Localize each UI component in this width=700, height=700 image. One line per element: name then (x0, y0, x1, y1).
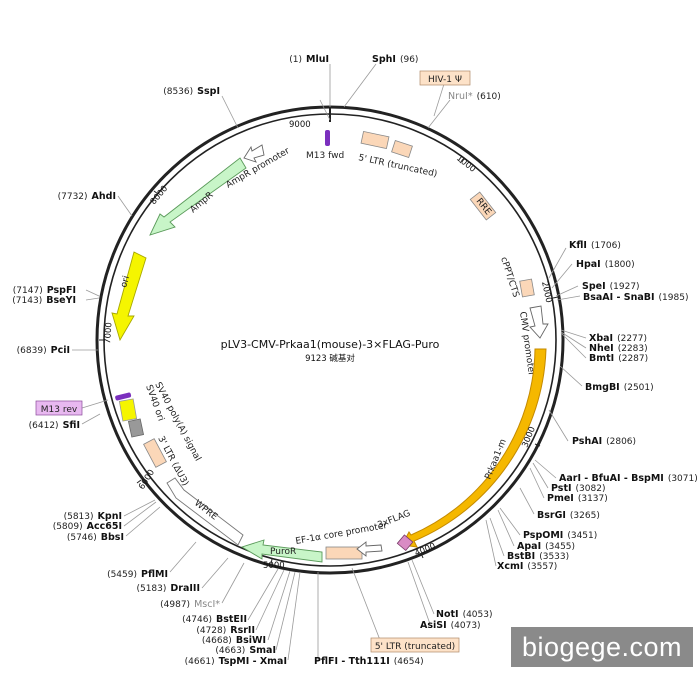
site-asisi[interactable]: AsiSI(4073) (420, 620, 481, 631)
site-smai[interactable]: (4663)SmaI (215, 645, 276, 656)
ltr5-bottom-tag (370, 637, 460, 653)
site-tspmi[interactable]: (4661)TspMI - XmaI (185, 656, 287, 667)
site-bsrgi[interactable]: BsrGI(3265) (537, 510, 600, 521)
sv40-polya-feature[interactable] (127, 418, 145, 438)
site-kfli[interactable]: KflI(1706) (569, 240, 621, 251)
puror-feature[interactable] (240, 539, 323, 563)
plasmid-title: pLV3-CMV-Prkaa1(mouse)-3×FLAG-Puro (221, 338, 440, 351)
tick-8000: 8000 (149, 184, 171, 207)
ampr-promoter-feature[interactable] (243, 144, 265, 163)
sv40-ori-feature[interactable] (118, 398, 138, 422)
site-spei[interactable]: SpeI(1927) (582, 281, 640, 292)
site-callouts (72, 63, 587, 661)
tick-9000: 9000 (289, 120, 311, 130)
site-bsaai[interactable]: BsaAI - SnaBI(1985) (583, 292, 688, 303)
tick-5000: 5000 (263, 561, 285, 571)
site-xcmi[interactable]: XcmI(3557) (497, 561, 557, 572)
ori-feature[interactable] (111, 251, 147, 342)
tick-6000: 6000 (137, 468, 157, 492)
site-mlui[interactable]: (1)MluI (289, 54, 329, 65)
site-pshai[interactable]: PshAI(2806) (572, 436, 636, 447)
site-bsiwi[interactable]: (4668)BsiWI (202, 635, 266, 646)
tick-7000: 7000 (103, 322, 114, 344)
site-nrui[interactable]: NruI*(610) (448, 91, 501, 102)
prkaa1-feature[interactable] (401, 348, 547, 548)
ef1a-promoter-label: EF-1α core promoter (295, 521, 388, 547)
site-pflmi[interactable]: (5459)PflMI (107, 569, 168, 580)
ltr5-feature-b[interactable] (391, 140, 413, 158)
ltr5-label: 5' LTR (truncated) (357, 153, 438, 179)
ampr-feature[interactable] (149, 157, 247, 236)
cmv-promoter-feature[interactable] (529, 305, 549, 339)
site-sfii[interactable]: (6412)SfiI (29, 420, 80, 431)
site-ahdi[interactable]: (7732)AhdI (58, 191, 116, 202)
puror-label: PuroR (270, 547, 296, 557)
site-sphi[interactable]: SphI(96) (372, 54, 418, 65)
watermark: biogege.com (511, 627, 693, 667)
site-bmti[interactable]: BmtI(2287) (589, 353, 648, 364)
m13-fwd-label: M13 fwd (306, 151, 344, 161)
cppt-feature[interactable] (519, 278, 535, 298)
ltr5-feature-a[interactable] (360, 130, 390, 150)
m13-fwd-feature[interactable] (325, 130, 330, 146)
site-bstbi[interactable]: BstBI(3533) (507, 551, 569, 562)
site-psti[interactable]: PstI(3082) (551, 483, 605, 494)
site-apai[interactable]: ApaI(3455) (517, 541, 575, 552)
tick-marks (99, 157, 559, 565)
m13-rev-tag-text: M13 rev (41, 405, 78, 415)
site-pmei[interactable]: PmeI(3137) (547, 493, 608, 504)
ef1a-promoter-feature[interactable] (356, 541, 383, 557)
site-msci[interactable]: (4987)MscI* (160, 599, 220, 610)
site-bmgbi[interactable]: BmgBI(2501) (585, 382, 654, 393)
site-aari[interactable]: AarI - BfuAI - BspMI(3071) (559, 473, 698, 484)
rre-feature[interactable] (469, 191, 497, 221)
site-xbai[interactable]: XbaI(2277) (589, 333, 647, 344)
cppt-label: cPPT/CTS (498, 256, 521, 299)
site-bsteii[interactable]: (4746)BstEII (182, 614, 247, 625)
hiv-psi-tag-text: HIV-1 Ψ (428, 75, 462, 85)
3xflag-feature[interactable] (396, 534, 414, 552)
ltr5-bottom-tag-text: 5' LTR (truncated) (375, 642, 455, 652)
site-draiii[interactable]: (5183)DraIII (136, 583, 200, 594)
site-rsrii[interactable]: (4728)RsrII (196, 625, 255, 636)
wpre-feature[interactable] (166, 477, 244, 546)
site-bseyi[interactable]: (7143)BseYI (12, 295, 76, 306)
m13-rev-feature[interactable] (115, 392, 132, 401)
m13-rev-tag (35, 400, 83, 416)
site-noti[interactable]: NotI(4053) (436, 609, 493, 620)
site-labels: (1)MluI SphI(96) NruI*(610) KflI(1706) H… (12, 54, 697, 667)
site-sspi[interactable]: (8536)SspI (163, 86, 220, 97)
site-pspfi[interactable]: (7147)PspFI (13, 285, 76, 296)
tick-2000: 2000 (539, 281, 553, 304)
ltr3-feature[interactable] (143, 438, 167, 468)
site-pspomi[interactable]: PspOMI(3451) (523, 530, 597, 541)
site-pcii[interactable]: (6839)PciI (17, 345, 70, 356)
site-hpai[interactable]: HpaI(1800) (576, 259, 635, 270)
tick-4000: 4000 (413, 541, 437, 558)
site-bbsi[interactable]: (5746)BbsI (67, 532, 124, 543)
site-kpni[interactable]: (5813)KpnI (64, 511, 122, 522)
plasmid-size: 9123 碱基对 (305, 353, 355, 364)
site-nhei[interactable]: NheI(2283) (589, 343, 648, 354)
ori-label: ori (119, 275, 132, 289)
hiv-psi-tag (419, 70, 471, 86)
site-acc65i[interactable]: (5809)Acc65I (53, 521, 122, 532)
site-pflfi[interactable]: PflFI - Tth111I(4654) (314, 656, 424, 667)
